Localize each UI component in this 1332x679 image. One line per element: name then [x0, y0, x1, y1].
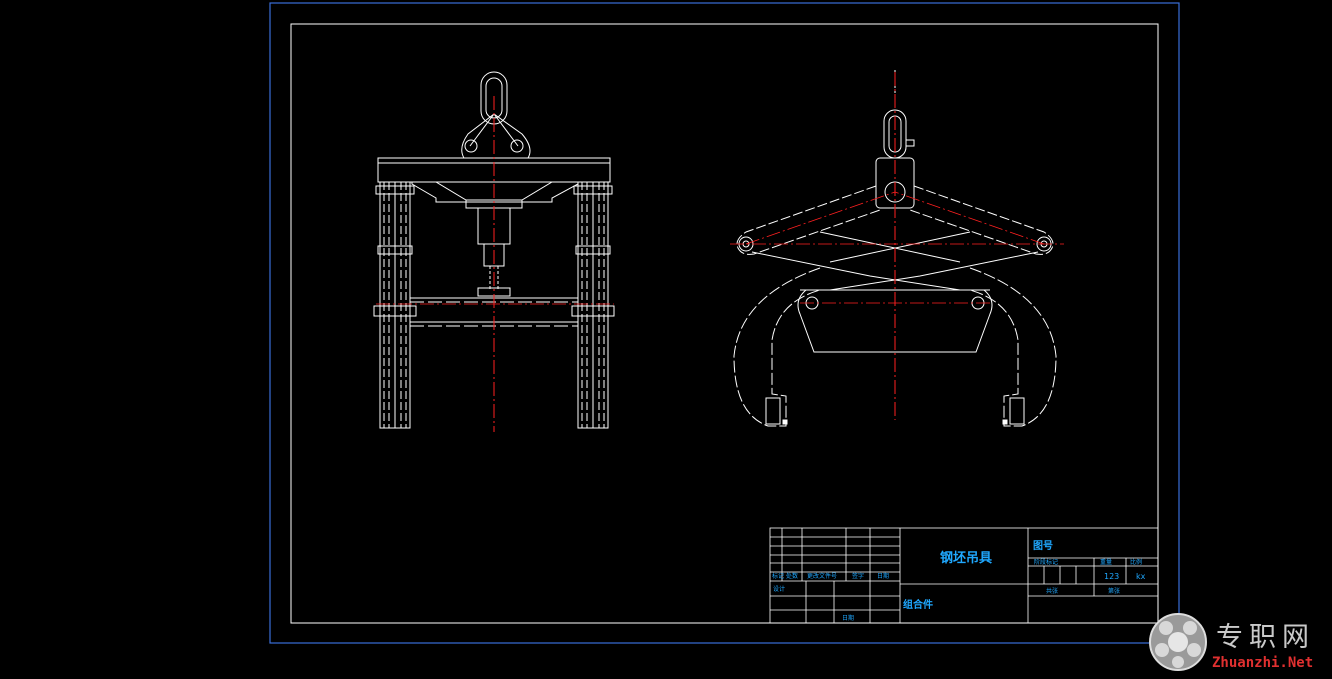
center-plate	[797, 289, 993, 353]
inner-border-frame	[290, 23, 1159, 624]
right-jaw	[969, 267, 1057, 427]
rev-col-date: 日期	[877, 572, 889, 580]
date-label: 日期	[842, 614, 854, 622]
front-view	[373, 71, 615, 432]
weight-label: 重量	[1100, 558, 1112, 566]
design-label: 设计	[773, 585, 785, 593]
rev-col-count: 处数	[786, 572, 798, 580]
side-view	[730, 70, 1064, 427]
watermark-brand: 专职网	[1216, 622, 1315, 653]
scale-value: kx	[1136, 572, 1146, 581]
rev-col-mark: 标记	[772, 572, 784, 580]
central-body	[411, 181, 579, 203]
watermark-url: Zhuanzhi.Net	[1212, 655, 1313, 671]
upper-link-right	[909, 185, 1054, 255]
weight-value: 123	[1104, 572, 1119, 581]
component-type: 组合件	[903, 598, 933, 611]
right-leg	[571, 181, 615, 429]
outer-sheet-frame	[269, 2, 1180, 644]
scissor-arm-right	[800, 251, 1039, 291]
title-block-text: 标记 处数 更改文件号 签字 日期 设计 日期 钢坯吊具 组合件 图号 阶段标记…	[772, 540, 1146, 622]
scissor-arm-left	[751, 251, 990, 291]
drawing-number-label: 图号	[1033, 540, 1053, 552]
drawing-name: 钢坯吊具	[940, 550, 992, 566]
sheet-label: 第张	[1108, 587, 1120, 595]
stage-mark-label: 阶段标记	[1034, 558, 1058, 566]
upper-link-left	[736, 185, 881, 255]
rev-col-sign: 签字	[852, 572, 864, 580]
watermark: 专职网 Zhuanzhi.Net	[1149, 613, 1315, 671]
left-leg	[373, 181, 417, 429]
title-block	[769, 527, 1159, 624]
rev-col-file: 更改文件号	[807, 572, 837, 580]
scale-label: 比例	[1130, 558, 1142, 566]
sheet-total-label: 共张	[1046, 587, 1058, 595]
flower-ball-icon	[1149, 613, 1207, 671]
left-jaw	[733, 267, 821, 427]
